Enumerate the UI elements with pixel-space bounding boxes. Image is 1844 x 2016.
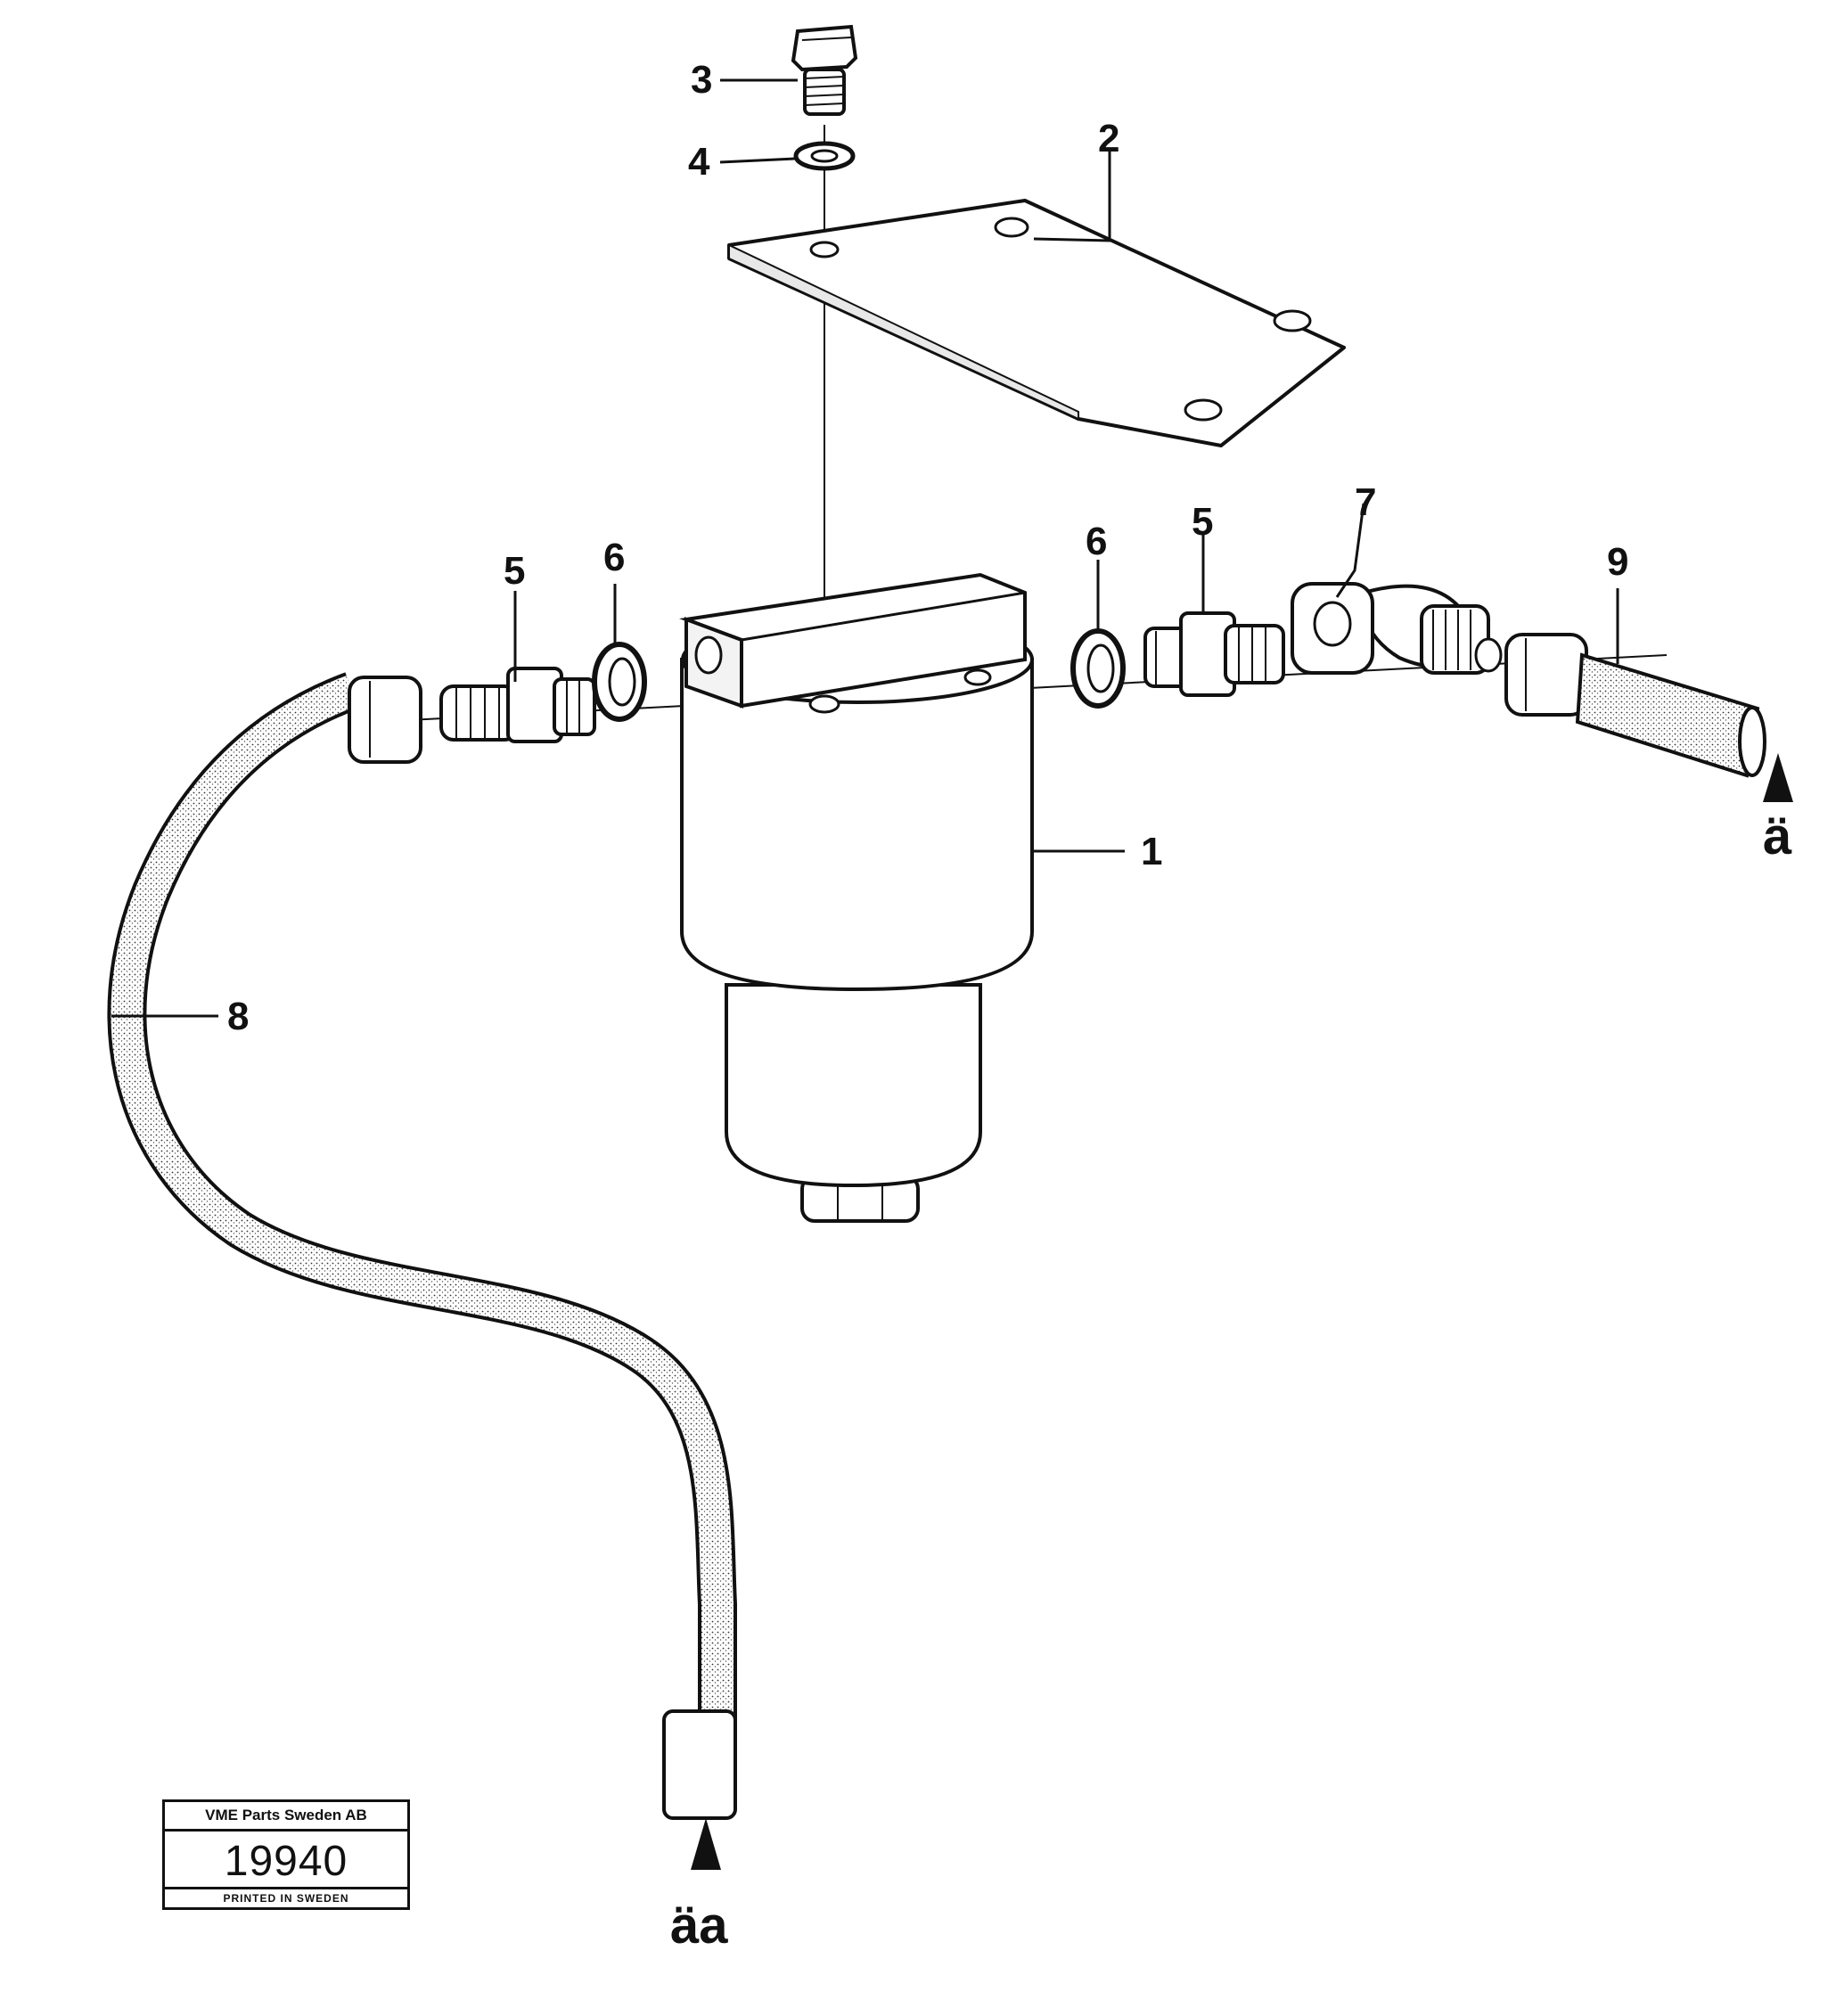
hose-right [1504, 633, 1766, 778]
filter-housing [679, 572, 1034, 1223]
flow-arrow-bottom [691, 1818, 721, 1870]
bolt [791, 24, 858, 116]
callout-9: 9 [1607, 540, 1628, 584]
callout-5-right: 5 [1192, 500, 1213, 544]
callout-8: 8 [227, 995, 249, 1038]
sealing-ring-right [1070, 628, 1126, 709]
flow-arrow-right [1763, 753, 1793, 802]
callout-6-right: 6 [1086, 520, 1107, 563]
washer [793, 141, 856, 171]
callout-3: 3 [691, 58, 712, 102]
nipple-right [1143, 611, 1285, 697]
leader-lines [111, 78, 1619, 1018]
callout-6-left: 6 [603, 536, 625, 579]
callout-4: 4 [688, 140, 710, 184]
callout-7: 7 [1355, 480, 1376, 524]
stamp-illustration-number: 19940 [224, 1838, 348, 1885]
hose-left [107, 672, 737, 1820]
callout-5-left: 5 [504, 549, 525, 593]
stamp-printed-in: PRINTED IN SWEDEN [165, 1887, 407, 1907]
stamp-company: VME Parts Sweden AB [165, 1802, 407, 1832]
sealing-ring-left [592, 642, 647, 722]
nipple-left [439, 667, 596, 743]
mounting-plate [727, 199, 1346, 447]
callout-1: 1 [1141, 830, 1162, 873]
callout-2: 2 [1098, 117, 1119, 160]
elbow-fitting [1291, 582, 1503, 675]
flow-marker-right-label: ä [1763, 807, 1792, 865]
parts-stamp: VME Parts Sweden AB 19940 PRINTED IN SWE… [162, 1799, 410, 1910]
flow-marker-bottom-label: äa [670, 1897, 728, 1955]
